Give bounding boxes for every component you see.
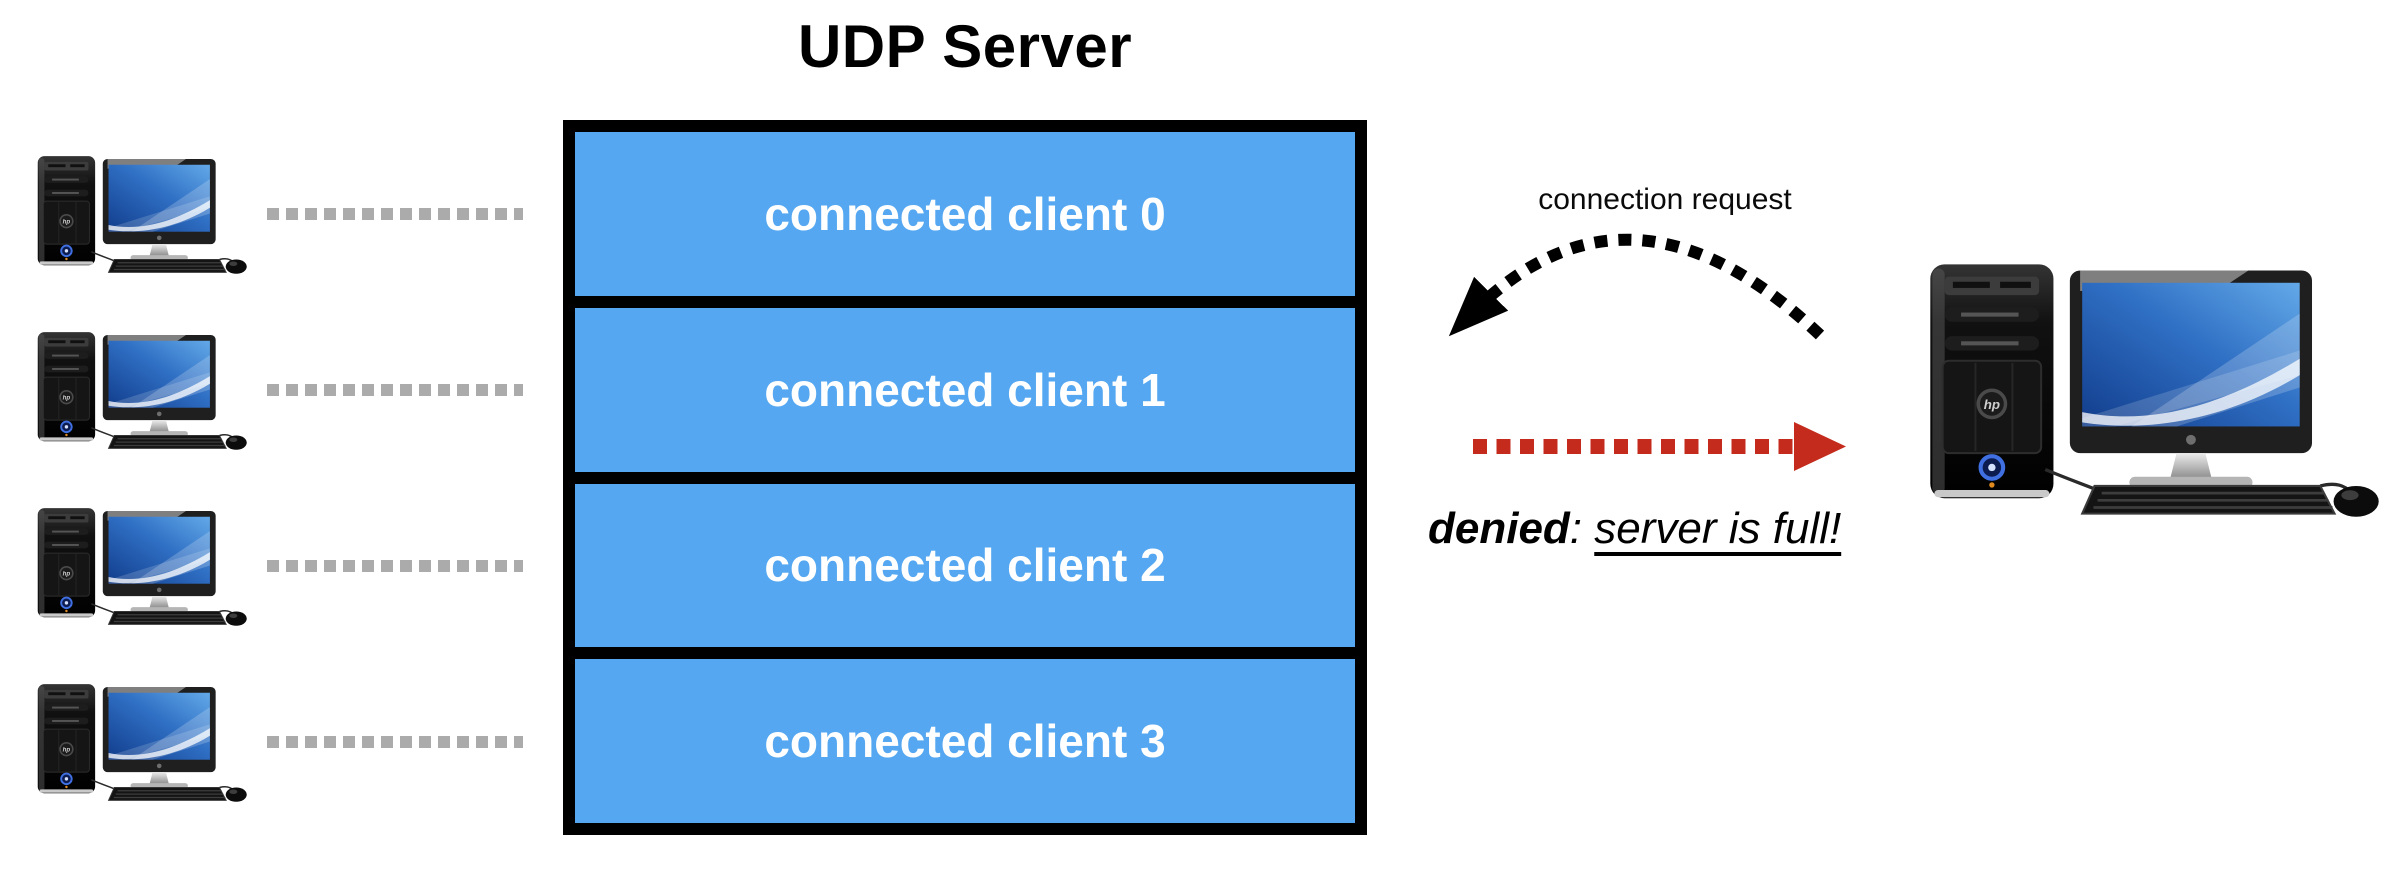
client-computer-icon bbox=[32, 328, 252, 453]
denied-separator: : bbox=[1569, 504, 1595, 553]
denied-word: denied bbox=[1428, 504, 1570, 553]
client-computer-icon bbox=[32, 680, 252, 805]
client-connection-line bbox=[267, 560, 523, 572]
connection-request-label: connection request bbox=[1538, 183, 1792, 216]
server-slot-label: connected client 0 bbox=[764, 187, 1166, 240]
denied-reason: server is full! bbox=[1594, 504, 1842, 553]
client-connection-line bbox=[267, 208, 523, 220]
diagram-title: UDP Server bbox=[797, 13, 1133, 80]
server-slot-label: connected client 2 bbox=[764, 539, 1166, 592]
server-slot-2: connected client 2 bbox=[575, 483, 1355, 648]
server-slot-0: connected client 0 bbox=[575, 132, 1355, 296]
client-computer-icon bbox=[32, 504, 252, 629]
denied-arrow bbox=[1473, 422, 1846, 471]
requesting-computer-icon bbox=[1918, 256, 2390, 523]
server-slot-label: connected client 3 bbox=[764, 715, 1166, 768]
server-slot-label: connected client 1 bbox=[764, 363, 1166, 416]
server-slot-3: connected client 3 bbox=[575, 659, 1355, 823]
connection-request-arrow bbox=[1448, 233, 1825, 340]
udp-server-box: connected client 0 connected client 1 co… bbox=[563, 120, 1367, 835]
denied-text: denied: server is full! bbox=[1428, 504, 1841, 554]
client-connection-line bbox=[267, 736, 523, 748]
server-slot-1: connected client 1 bbox=[575, 307, 1355, 472]
client-computer-icon bbox=[32, 152, 252, 277]
client-connection-line bbox=[267, 384, 523, 396]
